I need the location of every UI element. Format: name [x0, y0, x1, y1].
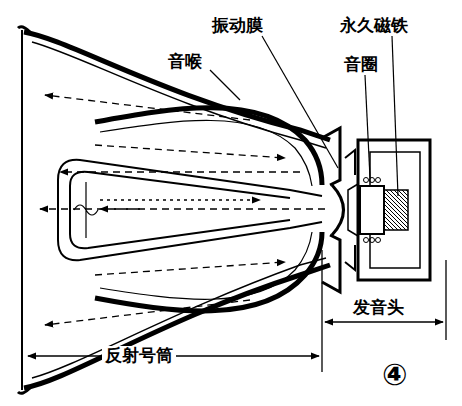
part-label: 永久磁铁: [340, 16, 408, 35]
diaphragm: [332, 185, 344, 235]
reflex-horn: [18, 27, 330, 394]
part-label: 发音头: [350, 298, 407, 317]
part-label: 音圈: [344, 55, 378, 74]
part-label: 振动膜: [212, 16, 263, 35]
driver-unit: [322, 128, 430, 292]
sound-path: [40, 95, 325, 325]
inner-tube: [58, 160, 322, 260]
dimension-lines: [28, 250, 446, 372]
part-label: 反射号筒: [102, 346, 176, 365]
leader-lines: [210, 36, 398, 196]
callout-number: ④: [382, 358, 407, 391]
part-label: 音喉: [168, 52, 202, 71]
